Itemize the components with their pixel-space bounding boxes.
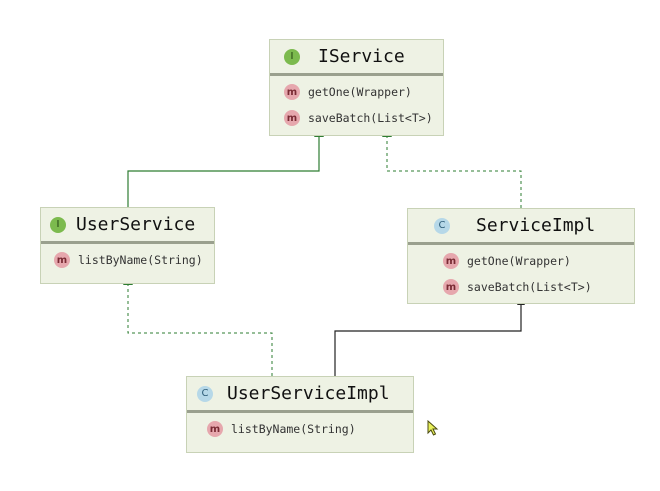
edge-userservice-to-iservice [127,128,324,207]
serviceimpl-header: C ServiceImpl [408,209,634,245]
method-badge-icon: m [443,253,459,269]
interface-badge-icon: I [50,216,66,233]
edge-userserviceimpl-to-serviceimpl [334,298,525,376]
method-row[interactable]: m getOne(Wrapper) [408,248,634,274]
method-row[interactable]: m saveBatch(List<T>) [270,105,443,131]
interface-badge-icon: I [284,48,300,65]
userservice-node[interactable]: I UserService m listByName(String) [40,207,215,284]
method-label: saveBatch(List<T>) [467,280,592,294]
iservice-node[interactable]: I IService m getOne(Wrapper) m saveBatch… [269,39,444,136]
mouse-cursor-icon [427,420,439,436]
method-row[interactable]: m saveBatch(List<T>) [408,274,634,300]
class-badge-icon: C [197,385,213,402]
edge-serviceimpl-to-iservice [382,128,522,208]
userserviceimpl-node[interactable]: C UserServiceImpl m listByName(String) [186,376,414,453]
iservice-header: I IService [270,40,443,76]
method-badge-icon: m [207,421,223,437]
method-badge-icon: m [284,110,300,126]
method-label: getOne(Wrapper) [308,85,412,99]
iservice-title: IService [318,46,405,67]
method-label: listByName(String) [231,422,356,436]
method-badge-icon: m [54,252,70,268]
userserviceimpl-title: UserServiceImpl [227,383,390,404]
method-label: getOne(Wrapper) [467,254,571,268]
method-row[interactable]: m listByName(String) [41,247,214,273]
method-label: saveBatch(List<T>) [308,111,433,125]
method-badge-icon: m [284,84,300,100]
method-row[interactable]: m listByName(String) [187,416,413,442]
serviceimpl-title: ServiceImpl [476,215,596,236]
userservice-title: UserService [76,214,196,235]
method-badge-icon: m [443,279,459,295]
method-label: listByName(String) [78,253,203,267]
userserviceimpl-header: C UserServiceImpl [187,377,413,413]
method-row[interactable]: m getOne(Wrapper) [270,79,443,105]
class-badge-icon: C [434,217,450,234]
serviceimpl-node[interactable]: C ServiceImpl m getOne(Wrapper) m saveBa… [407,208,635,304]
edge-userserviceimpl-to-userservice [123,276,273,376]
userservice-header: I UserService [41,208,214,244]
